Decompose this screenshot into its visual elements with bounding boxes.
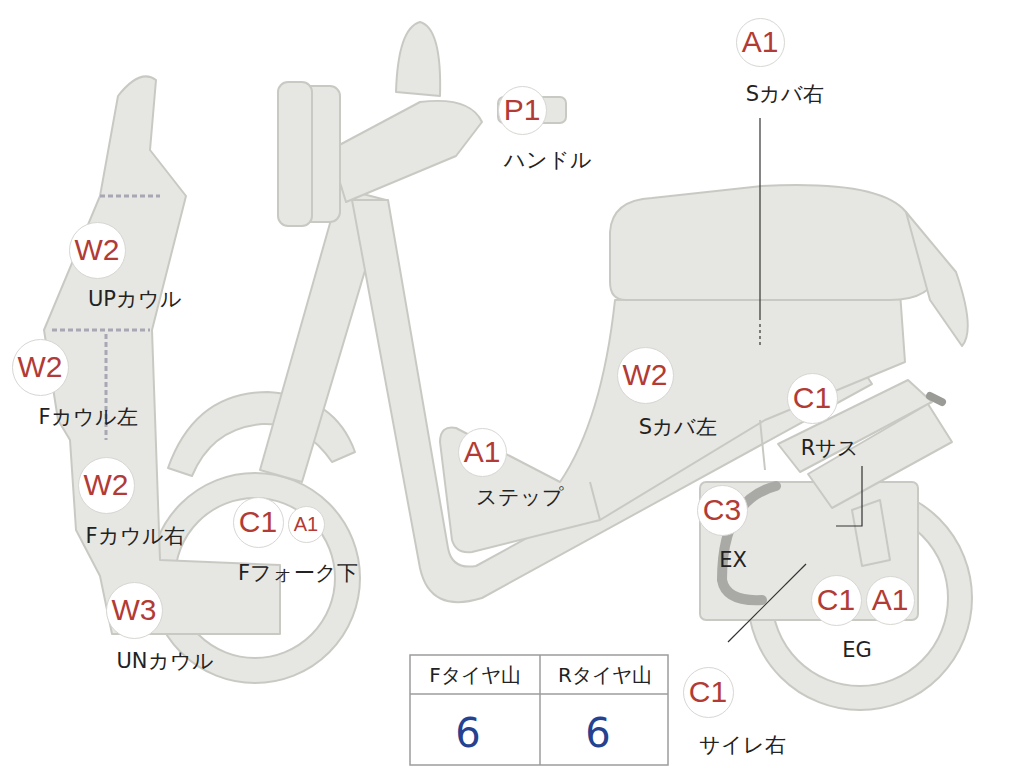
damage-code: A1: [872, 585, 909, 615]
damage-code: W2: [623, 360, 668, 390]
damage-code: P1: [504, 95, 541, 125]
damage-code: W2: [18, 352, 63, 382]
damage-code-circle: W2: [12, 339, 69, 396]
damage-code-circle: C1: [811, 575, 862, 626]
damage-code: C1: [793, 383, 831, 413]
part-name: EG: [842, 639, 872, 662]
damage-code-circle: C3: [697, 485, 748, 536]
leader-line: [728, 564, 806, 642]
damage-code: A1: [464, 437, 501, 467]
tail: [906, 212, 968, 346]
damage-code-circle: C1: [787, 373, 838, 424]
table-cell: 6: [585, 711, 610, 755]
table-cell: 6: [455, 711, 480, 755]
seat: [610, 185, 940, 300]
part-name: Sカバ左: [639, 416, 717, 439]
table-cell: Fタイヤ山: [429, 664, 521, 686]
part-name: Fフォーク下: [238, 562, 358, 585]
damage-code-circle: W3: [106, 582, 163, 639]
part-name: UNカウル: [116, 650, 213, 673]
part-name: UPカウル: [88, 288, 182, 311]
part-name: Rサス: [801, 437, 860, 460]
damage-code: A1: [294, 514, 318, 534]
part-name: Fカウル右: [85, 525, 184, 548]
damage-code-circle: A1: [736, 18, 785, 67]
mirror: [396, 22, 440, 96]
handlebar-cover: [330, 101, 482, 202]
leader-line: [836, 466, 862, 526]
part-name: サイレ右: [699, 734, 786, 757]
leader-line: [759, 118, 760, 320]
headlight: [278, 82, 312, 226]
axle-nub: [930, 396, 942, 402]
damage-code-circle: A1: [458, 428, 507, 477]
damage-code-circle: W2: [69, 222, 126, 279]
table-cell: Rタイヤ山: [558, 664, 652, 686]
damage-code: C1: [239, 507, 277, 537]
engine: [700, 482, 918, 620]
damage-code-circle: A1: [288, 506, 325, 543]
tread-table: [410, 655, 668, 765]
table-rule: [539, 655, 541, 765]
damage-code-circle: P1: [498, 86, 547, 135]
part-name: ステップ: [476, 486, 564, 509]
damage-code-circle: A1: [866, 576, 915, 625]
part-name: EX: [719, 549, 747, 572]
damage-code-circle: C1: [683, 667, 734, 718]
damage-code: W3: [112, 595, 157, 625]
damage-code: A1: [742, 27, 779, 57]
part-name: ハンドル: [504, 149, 592, 172]
damage-code: C1: [689, 677, 727, 707]
damage-code-circle: W2: [78, 457, 135, 514]
leader-line: [759, 324, 760, 346]
damage-code-circle: C1: [233, 497, 284, 548]
damage-code: C3: [703, 495, 741, 525]
damage-code: C1: [817, 585, 855, 615]
front-cowl: [44, 76, 280, 634]
table-rule: [410, 693, 668, 695]
part-name: Fカウル左: [38, 406, 137, 429]
damage-code: W2: [84, 470, 129, 500]
cowl-division: [52, 329, 150, 332]
damage-code: W2: [75, 235, 120, 265]
damage-code-circle: W2: [617, 347, 674, 404]
cowl-division: [100, 195, 160, 198]
part-name: Sカバ右: [746, 83, 824, 106]
shock-mount: [852, 500, 890, 566]
